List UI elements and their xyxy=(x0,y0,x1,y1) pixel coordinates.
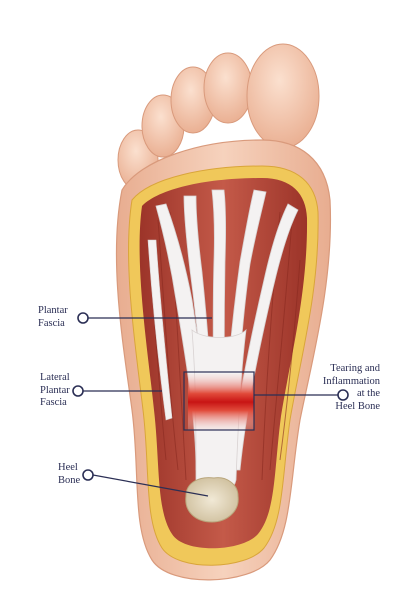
label-tearing-inflammation: Tearing and Inflammation at the Heel Bon… xyxy=(322,363,380,412)
heel-bone-marker xyxy=(82,469,94,481)
heel-bone xyxy=(185,477,239,523)
inflammation-zone xyxy=(188,374,254,430)
tearing-marker xyxy=(337,389,349,401)
callout-markers xyxy=(72,312,349,481)
inflammation-callout-box xyxy=(183,371,255,431)
lateral-plantar-fascia-marker xyxy=(72,385,84,397)
second-toe xyxy=(203,52,253,124)
label-heel-bone: Heel Bone xyxy=(58,462,81,486)
big-toe xyxy=(246,43,320,149)
leader-lines xyxy=(83,317,338,497)
plantar-fascia-marker xyxy=(77,312,89,324)
heel-bone-leader xyxy=(92,474,209,497)
toes xyxy=(117,43,320,191)
lateral-plantar-fascia xyxy=(147,239,173,421)
label-lateral-plantar-fascia: Lateral Plantar Fascia xyxy=(40,372,70,408)
label-plantar-fascia: Plantar Fascia xyxy=(38,305,68,329)
